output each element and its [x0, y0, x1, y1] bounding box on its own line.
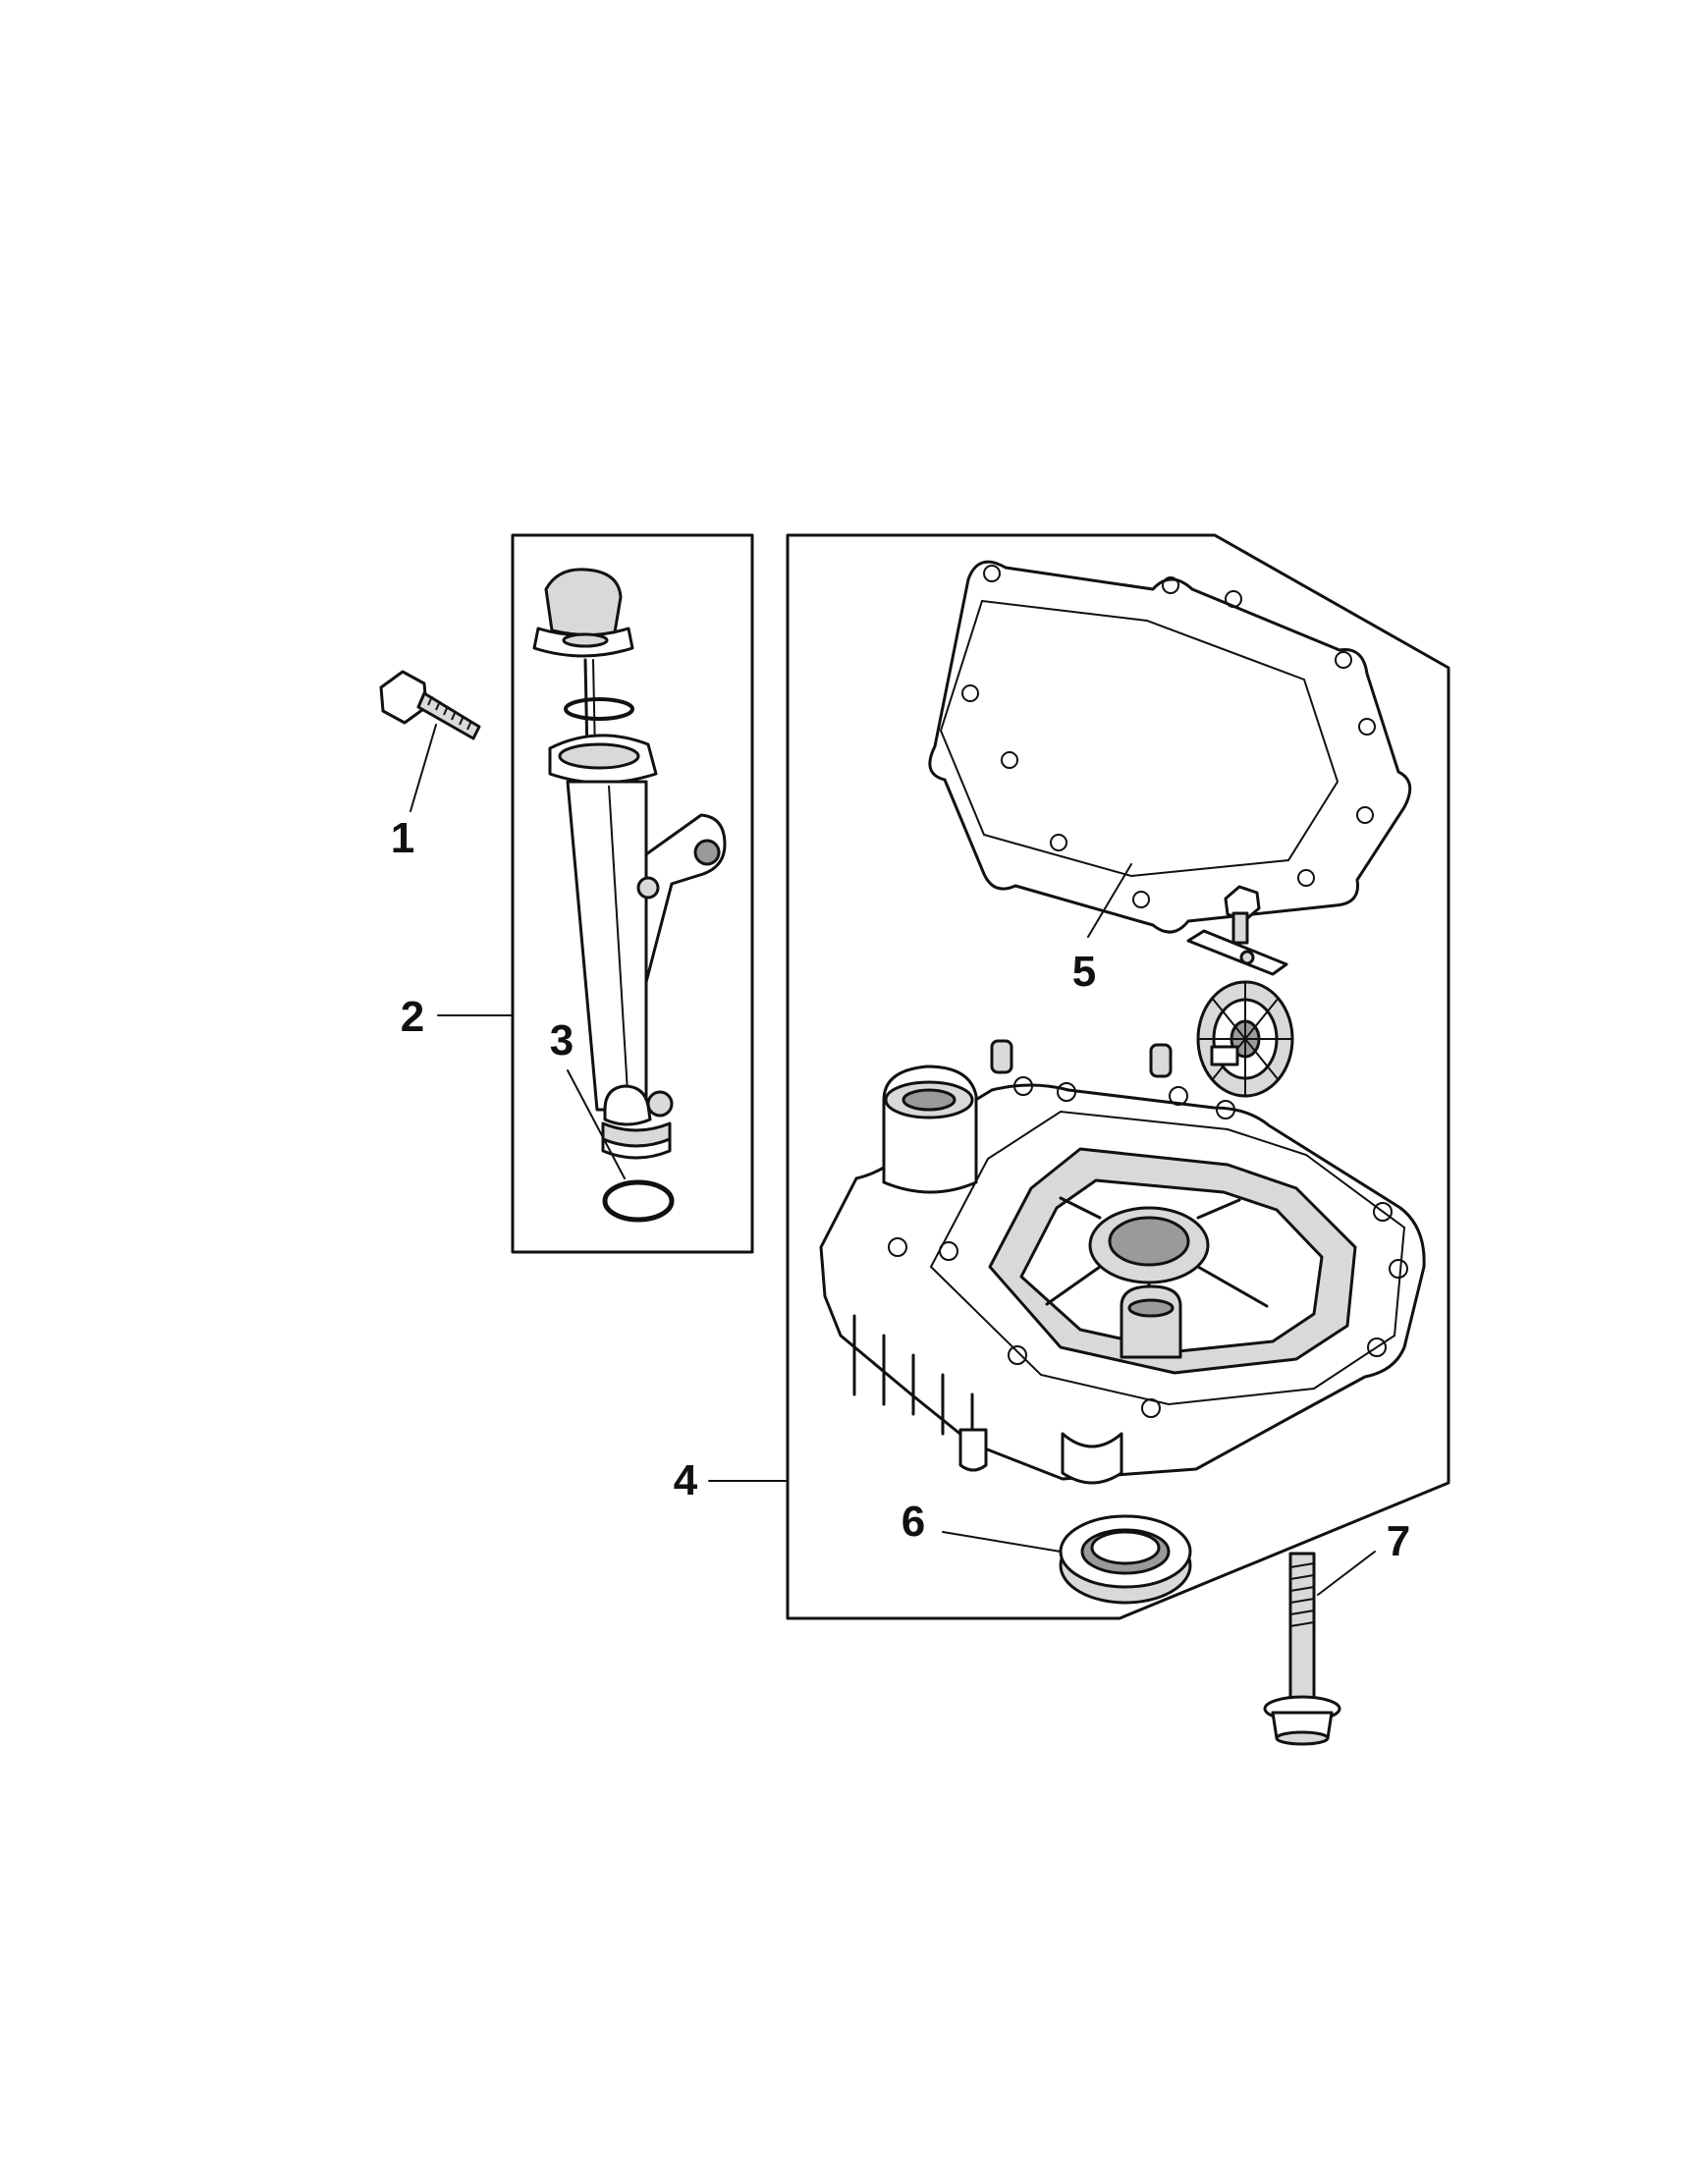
gasket-icon — [928, 560, 1412, 934]
crankcase-cover-icon — [819, 1065, 1426, 1485]
callout-5: 5 — [1072, 948, 1096, 996]
governor-gear-icon — [1196, 980, 1294, 1098]
bolt-icon — [379, 670, 481, 740]
callout-7: 7 — [1387, 1517, 1410, 1565]
governor-bolt-icon — [1224, 885, 1261, 945]
callout-4: 4 — [674, 1456, 698, 1504]
dowel-pin-icon — [990, 1039, 1173, 1078]
callout-2: 2 — [401, 993, 424, 1041]
dipstick-tube-assembly-icon — [532, 568, 727, 1160]
callout-1: 1 — [391, 814, 414, 862]
group-frame-4 — [786, 533, 1450, 1620]
callout-6: 6 — [902, 1498, 925, 1546]
group-frame-2 — [511, 533, 754, 1254]
o-ring-icon — [602, 1179, 675, 1223]
oil-seal-icon — [1059, 1514, 1192, 1605]
leader-lines — [410, 724, 1376, 1596]
callout-3: 3 — [550, 1016, 574, 1065]
bolt-icon — [1263, 1552, 1341, 1746]
governor-arm-icon — [1186, 929, 1288, 976]
